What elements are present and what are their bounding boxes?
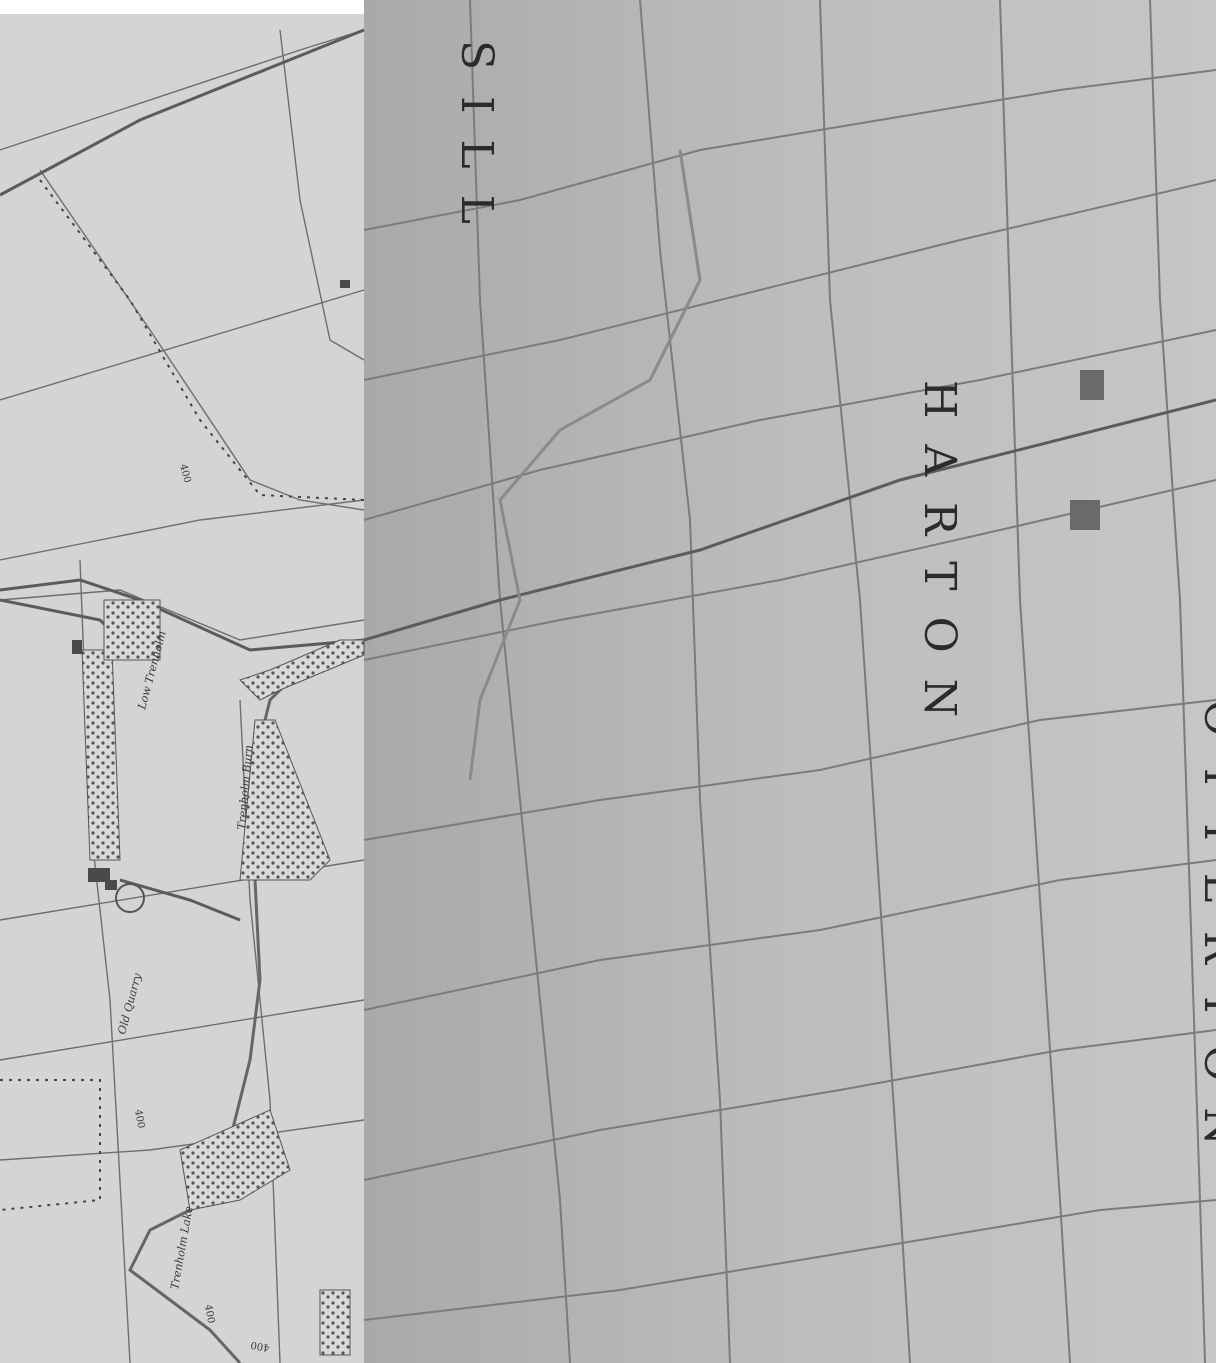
buildings: [72, 280, 350, 890]
parish-boundary: [39, 179, 365, 501]
pond: [115, 883, 145, 913]
label-sill: S I L L: [451, 40, 502, 230]
stream-right-sheet: [468, 149, 702, 781]
field-boundaries: [363, 0, 1216, 1363]
trenholm-burn: [128, 638, 365, 1363]
parish-boundary-lower: [0, 1079, 101, 1211]
label-harton: H A R T O N: [914, 380, 965, 723]
contour-400-d: 400: [250, 1339, 271, 1353]
label-otterton: O T T E R T O N: [1194, 700, 1216, 1152]
top-left-blank: [0, 0, 364, 14]
contour-400-c: 400: [202, 1304, 216, 1325]
woodland-strips: [81, 599, 365, 1356]
left-sheet-boundaries: [0, 29, 365, 1363]
contour-400-a: 400: [177, 463, 193, 484]
left-map-sheet: [0, 14, 364, 1363]
contour-400-b: 400: [132, 1109, 146, 1130]
right-map-sheet: [364, 0, 1216, 1363]
farmstead-right: [1070, 370, 1104, 530]
